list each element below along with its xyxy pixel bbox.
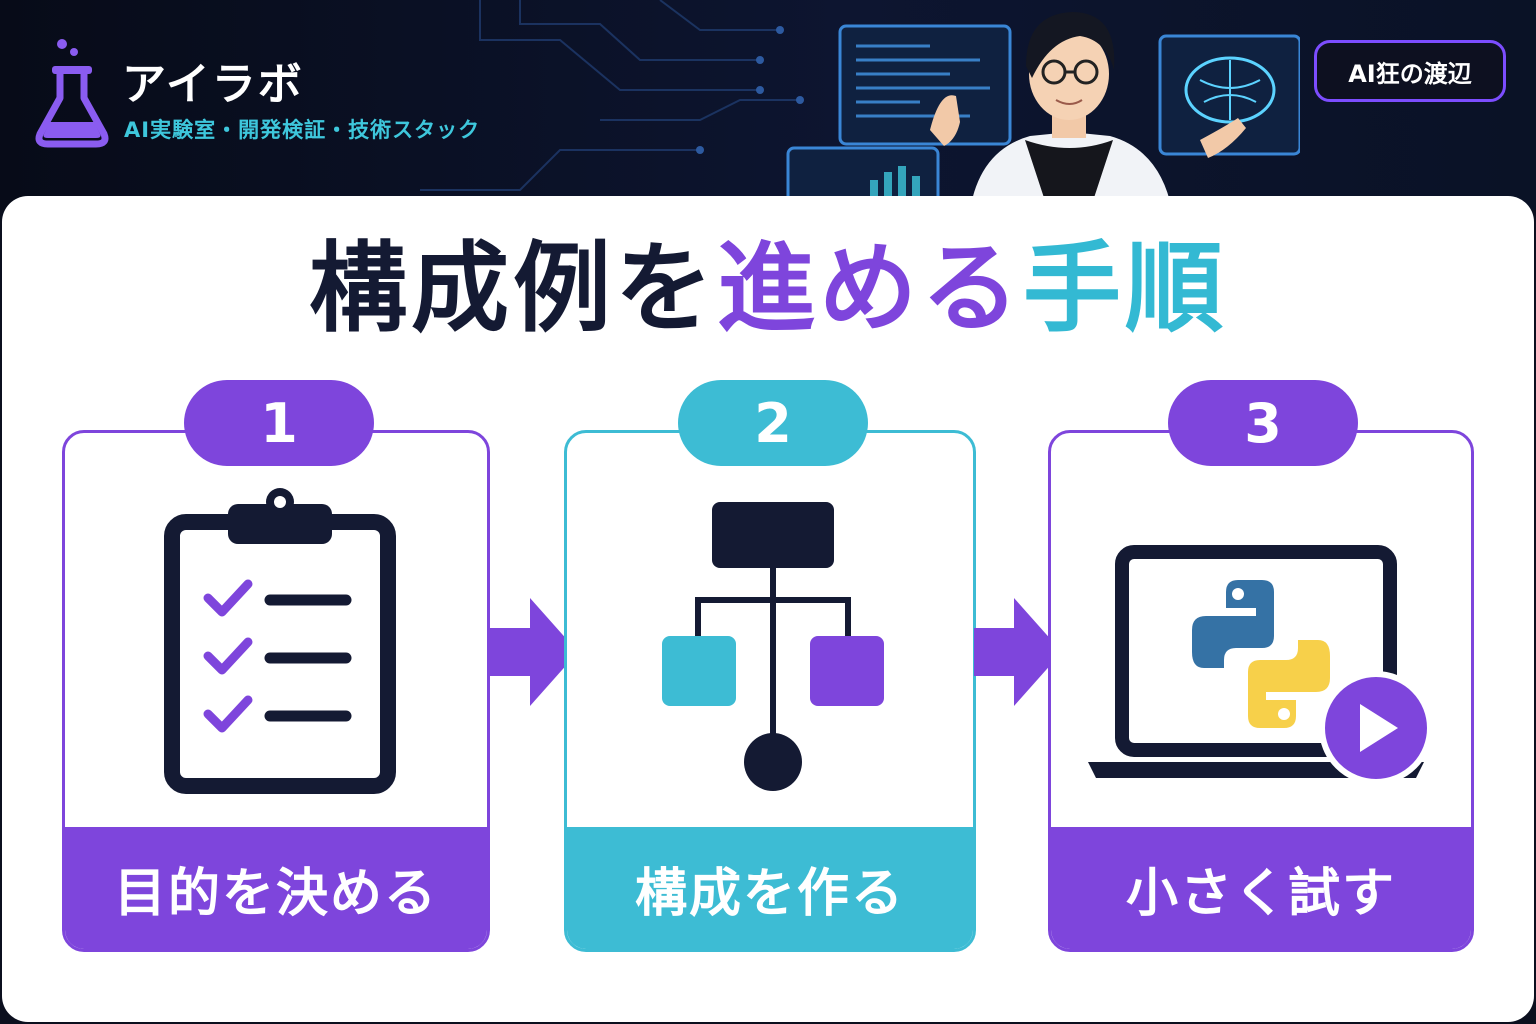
title-part-3: 手順 [1023,232,1228,346]
step-number-badge-2: 2 [678,380,868,466]
author-badge: AI狂の渡辺 [1314,40,1506,102]
step-number-badge-1: 1 [184,380,374,466]
clipboard-checklist-icon [164,488,396,794]
header-banner: アイラボ AI実験室・開発検証・技術スタック AI狂の渡辺 [0,0,1536,210]
laptop-python-run-icon [1088,545,1433,784]
step-number-badge-3: 3 [1168,380,1358,466]
step-label-2: 構成を作る [567,827,973,949]
page-title: 構成例を進める手順 [0,224,1536,354]
arrow-right-icon [490,598,578,706]
step-label-3: 小さく試す [1051,827,1471,949]
title-part-1: 構成例を [308,232,717,346]
play-button-icon [1319,671,1433,784]
python-logo-icon [1192,580,1330,728]
flask-logo-icon [35,39,109,148]
circuit-lines-decoration [420,0,804,191]
arrow-right-icon [974,598,1062,706]
brand-name: アイラボ [122,59,304,110]
flowchart-icon [662,502,884,791]
scientist-with-monitors-illustration [786,12,1300,210]
step-label-1: 目的を決める [65,827,487,949]
title-part-2: 進める [716,232,1023,346]
brand-tagline: AI実験室・開発検証・技術スタック [124,118,481,142]
